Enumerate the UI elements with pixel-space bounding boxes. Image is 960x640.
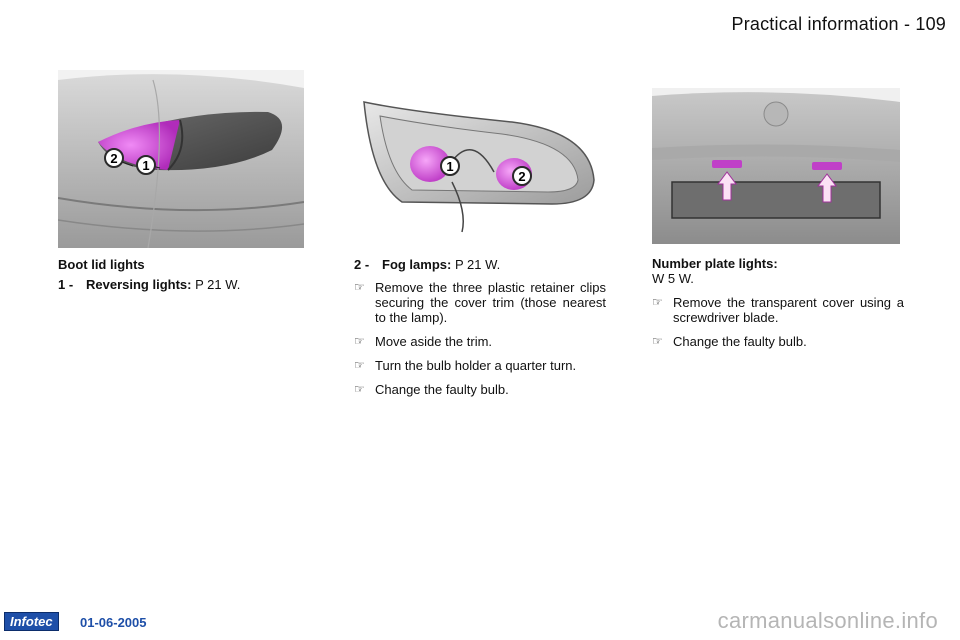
fog-lamps-item: 2 - Fog lamps: P 21 W. xyxy=(354,257,606,272)
reversing-lights-item: 1 - Reversing lights: P 21 W. xyxy=(58,277,316,292)
fog-lamps-column: 2 - Fog lamps: P 21 W. ☞Remove the three … xyxy=(354,257,606,406)
fog-lamp-steps: ☞Remove the three plastic retainer clips… xyxy=(354,280,606,397)
pointing-hand-icon: ☞ xyxy=(652,334,663,348)
callout-2: 2 xyxy=(518,169,525,184)
item-number: 1 - xyxy=(58,277,74,292)
pointing-hand-icon: ☞ xyxy=(652,295,663,309)
section-heading: Number plate lights: xyxy=(652,256,778,271)
item-value: P 21 W. xyxy=(195,277,241,292)
callout-1: 1 xyxy=(446,159,453,174)
lamp-unit-figure: 1 2 xyxy=(352,92,602,240)
bulb-value: W 5 W. xyxy=(652,271,694,286)
number-plate-lights-column: Number plate lights: W 5 W. ☞Remove the … xyxy=(652,256,904,358)
list-item: ☞Remove the three plastic retainer clips… xyxy=(354,280,606,325)
boot-lid-lights-column: Boot lid lights 1 - Reversing lights: P 2… xyxy=(58,257,316,300)
callout-1: 1 xyxy=(142,158,149,173)
item-label: Reversing lights: xyxy=(86,277,192,292)
pointing-hand-icon: ☞ xyxy=(354,382,365,396)
pointing-hand-icon: ☞ xyxy=(354,334,365,348)
list-item: ☞Remove the transparent cover using a sc… xyxy=(652,295,904,325)
boot-lid-lamp-figure: 2 1 xyxy=(58,70,304,248)
pointing-hand-icon: ☞ xyxy=(354,280,365,294)
lamp-unit-illustration: 1 2 xyxy=(352,92,602,240)
boot-lid-lamp-illustration: 2 1 xyxy=(58,70,304,248)
item-value: P 21 W. xyxy=(454,257,501,272)
item-label: Fog lamps: xyxy=(382,257,452,272)
number-plate-illustration xyxy=(652,88,900,244)
list-item: ☞Change the faulty bulb. xyxy=(354,382,509,397)
infotec-logo: Infotec xyxy=(4,612,59,631)
section-heading: Boot lid lights xyxy=(58,257,145,272)
number-plate-figure xyxy=(652,88,900,244)
page-title: Practical information - 109 xyxy=(731,14,946,34)
number-plate-steps: ☞Remove the transparent cover using a sc… xyxy=(652,295,904,349)
list-item: ☞Move aside the trim. xyxy=(354,334,493,349)
watermark: carmanualsonline.info xyxy=(717,608,938,633)
list-item: ☞Change the faulty bulb. xyxy=(652,334,807,349)
item-number: 2 - xyxy=(354,257,370,272)
callout-2: 2 xyxy=(110,151,117,166)
list-item: ☞Turn the bulb holder a quarter turn. xyxy=(354,358,577,373)
pointing-hand-icon: ☞ xyxy=(354,358,365,372)
footer-date: 01-06-2005 xyxy=(80,615,147,630)
